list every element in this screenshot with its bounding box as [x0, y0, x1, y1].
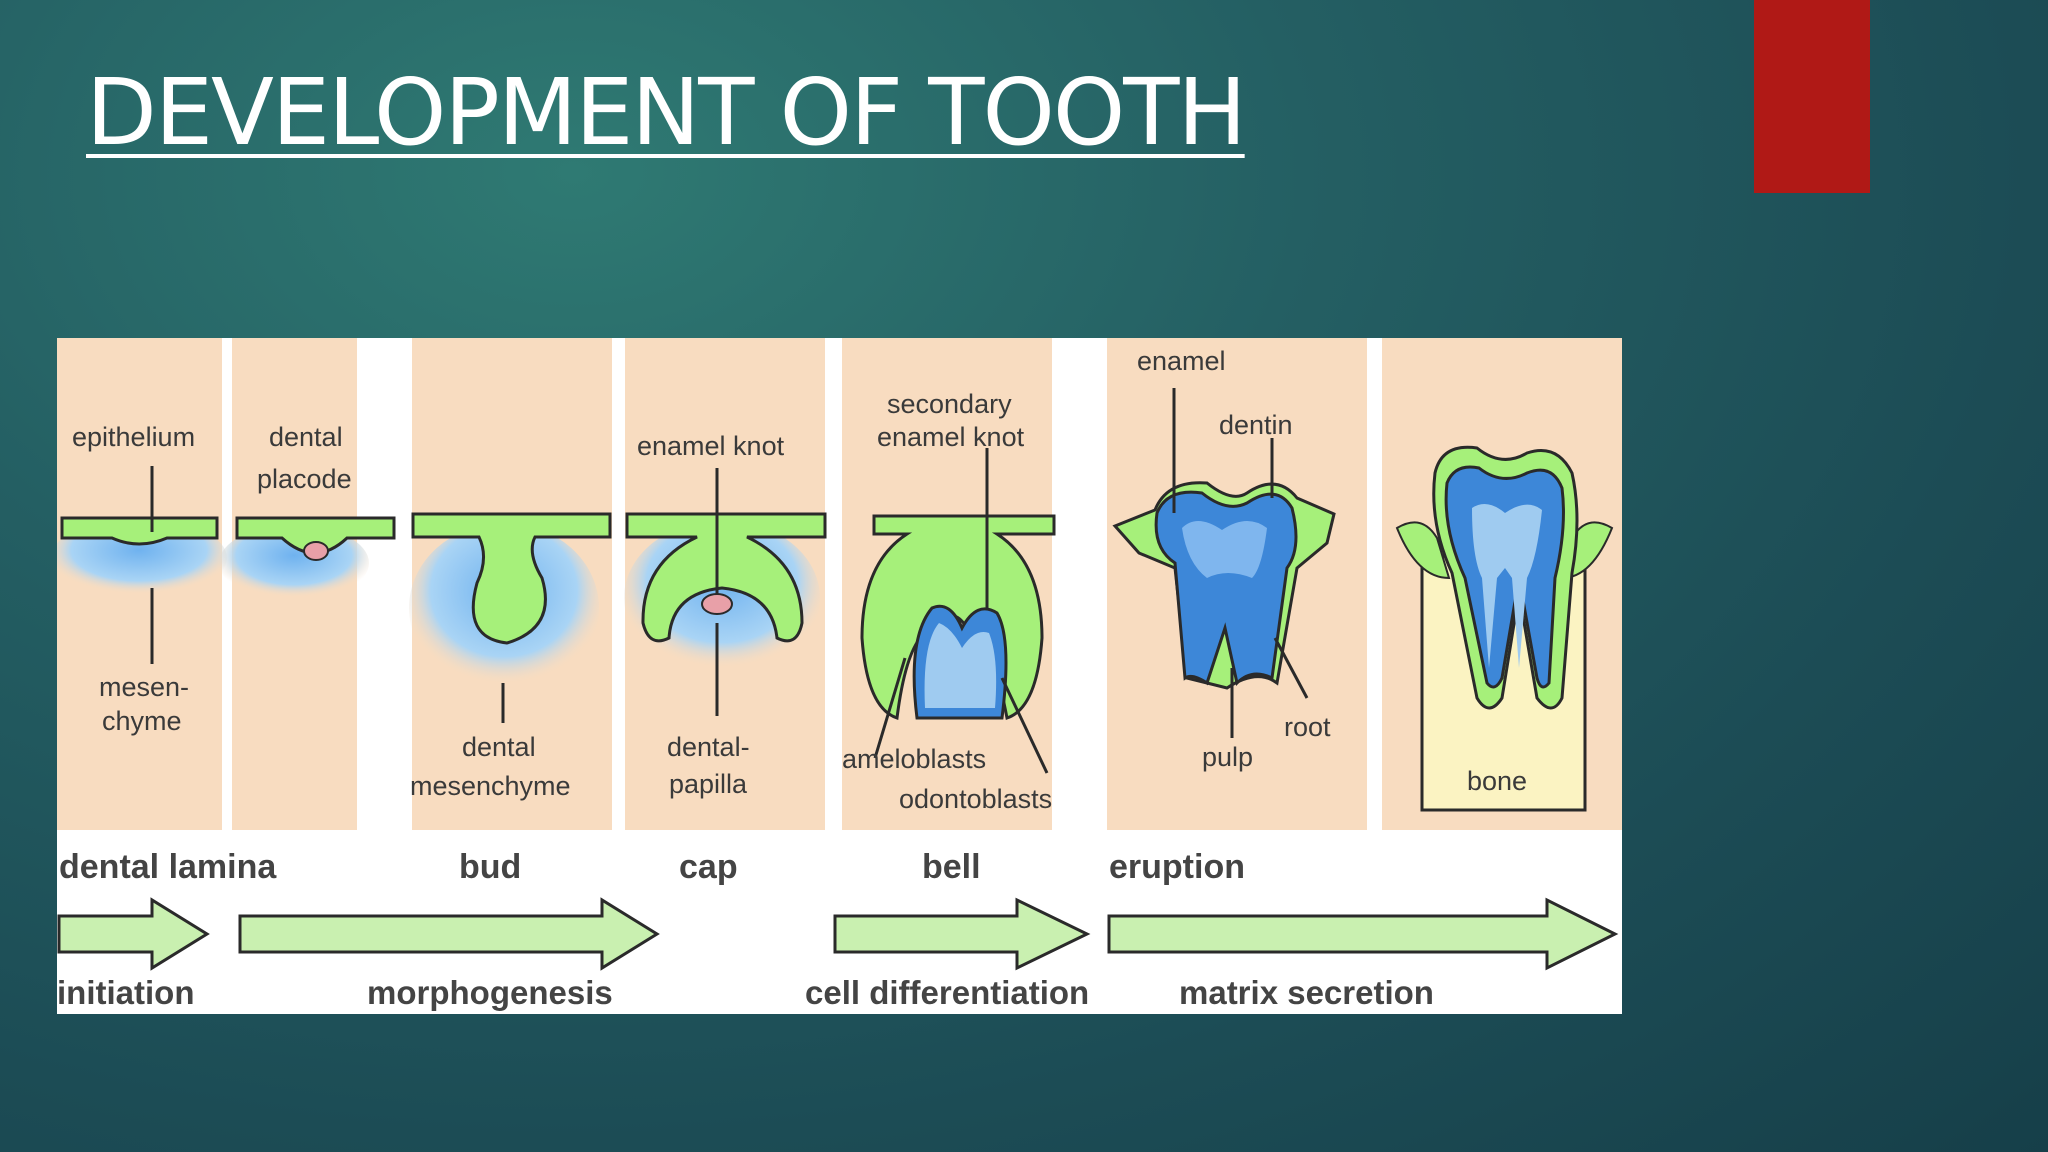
label-secondary-enamel-knot-2: enamel knot: [877, 422, 1025, 452]
stage-names: dental lamina bud cap bell eruption: [59, 848, 1245, 886]
stage-erupted-drawing: [1395, 445, 1614, 812]
label-dental-mesenchyme-2: mesenchyme: [410, 771, 571, 801]
stage-name-cap: cap: [679, 848, 738, 886]
accent-bar: [1754, 0, 1870, 193]
label-dentin: dentin: [1219, 410, 1293, 440]
process-names: initiation morphogenesis cell differenti…: [57, 974, 1434, 1011]
process-arrows: [57, 897, 1619, 971]
arrow-matrix-secretion: [1107, 897, 1619, 971]
stage-placode-drawing: [219, 516, 396, 601]
stage-name-dental-lamina: dental lamina: [59, 848, 277, 886]
arrow-initiation: [57, 897, 210, 971]
process-name-morphogenesis: morphogenesis: [367, 974, 613, 1011]
process-name-matrix-secretion: matrix secretion: [1179, 974, 1434, 1011]
stage-name-bud: bud: [459, 848, 521, 886]
label-dental-placode-2: placode: [257, 464, 352, 494]
label-enamel-knot: enamel knot: [637, 431, 785, 461]
stage-dental-lamina-drawing: [57, 466, 227, 664]
label-odontoblasts: odontoblasts: [899, 784, 1052, 814]
label-epithelium: epithelium: [72, 422, 195, 452]
label-mesenchyme-1: mesen-: [99, 672, 189, 702]
label-root: root: [1284, 712, 1331, 742]
stage-bell-drawing: [860, 448, 1056, 774]
label-dental-placode-1: dental: [269, 422, 343, 452]
label-dental-mesenchyme-1: dental: [462, 732, 536, 762]
label-bone: bone: [1467, 766, 1527, 796]
structure-labels: epithelium mesen- chyme dental placode d…: [72, 346, 1527, 814]
label-enamel: enamel: [1137, 346, 1226, 376]
label-dental-papilla-2: papilla: [669, 769, 748, 799]
label-pulp: pulp: [1202, 742, 1253, 772]
process-name-cell-differentiation: cell differentiation: [805, 974, 1089, 1011]
tooth-development-diagram: epithelium mesen- chyme dental placode d…: [57, 338, 1622, 1014]
process-name-initiation: initiation: [57, 974, 194, 1011]
label-dental-papilla-1: dental-: [667, 732, 750, 762]
label-secondary-enamel-knot-1: secondary: [887, 389, 1012, 419]
label-mesenchyme-2: chyme: [102, 706, 182, 736]
stage-bud-drawing: [409, 512, 612, 723]
arrow-cell-differentiation: [833, 897, 1091, 971]
label-ameloblasts: ameloblasts: [842, 744, 986, 774]
stage-name-eruption: eruption: [1109, 848, 1245, 886]
arrow-morphogenesis: [238, 897, 660, 971]
slide-title: DEVELOPMENT OF TOOTH: [86, 59, 1247, 166]
stage-cap-drawing: [624, 468, 827, 716]
stage-name-bell: bell: [922, 848, 981, 886]
stage-eruption-drawing: [1112, 388, 1336, 738]
